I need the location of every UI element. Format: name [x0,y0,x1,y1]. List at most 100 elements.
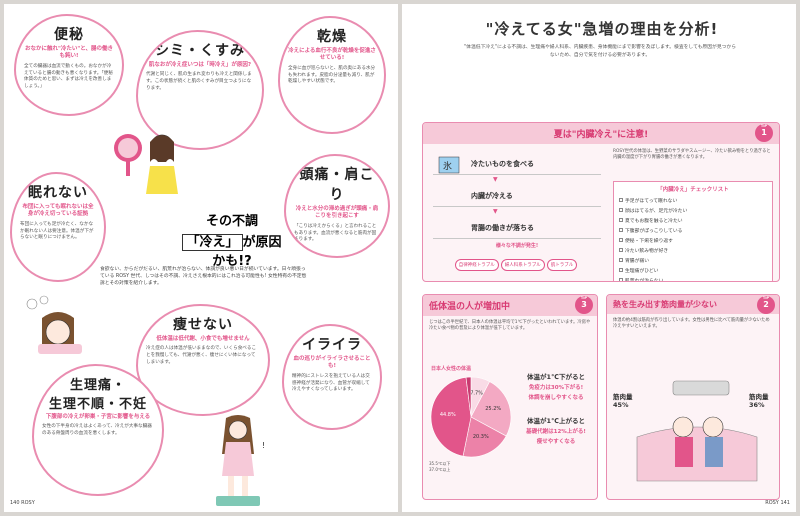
tip2-text: 体温の約4割は筋肉が作り出しています。女性は男性に比べて筋肉量が少ないため冷えや… [613,318,770,330]
cloud-nemurenai: 眠れない 布団に入っても眠れないは全身が冷え切っている証拠 布団に入っても足が冷… [10,172,106,282]
tip3-text: じつはこの半世紀で、日本人の体温は平均で1℃下がったといわれています。冷房や冷た… [429,320,591,332]
checklist-item-text: 便秘・下痢を繰り返す [625,238,673,244]
cloud-benpi: 便秘 おなかに触れ"冷たい"と、腸の働きも鈍い! 全ての臓器は血流で動くもの。お… [14,14,124,116]
checkbox-icon [619,278,623,281]
cloud-sub: 下腹部の冷えが卵巣・子宮に影響を与える [45,414,151,420]
checklist-item: 胃腸が弱い [619,255,767,265]
tip1-flow: 冷たいものを食べる ▼ 内臓が冷える ▼ 胃腸の働きが落ちる 様々な不調が発生!… [433,153,601,271]
pie-slice [462,416,507,458]
ice-cream-icon: 氷 [438,156,460,174]
note-up: 体温が1℃上がると [527,417,585,425]
checklist: 「内臓冷え」チェックリスト 手足がほてって眠れない顔はほてるが、足元が冷たい夏で… [613,181,773,282]
checklist-item: 夏でもお腹を触ると冷たい [619,215,767,225]
svg-text:氷: 氷 [443,160,452,172]
center-title-line1: その不調 [205,214,258,229]
cloud-title: 痩せない [173,317,233,333]
tip3-number: 3 [581,300,587,309]
trouble-label: 様々な不調が発生! [495,243,539,249]
cloud-sub: 血の巡りがイライラさせることも! [293,356,371,370]
cloud-sub: 布団に入っても眠れないは全身が冷え切っている証拠 [22,204,94,218]
note-sick: 体調を崩しやすくなる [528,395,584,401]
cloud-text: 精神的にストレスを抱えている人は交感神経が活発になり、血管が収縮して冷えやすくな… [292,373,370,393]
checklist-item-text: 手足がほてって眠れない [625,198,678,204]
cloud-sub: おなかに触れ"冷たい"と、腸の働きも鈍い! [24,46,113,60]
cloud-title: シミ・くすみ [155,43,245,59]
tip3-header-text: 低体温の人が増加中 [429,302,511,312]
pie-slice-label: 44.8% [440,412,456,418]
pie-slice [430,376,472,457]
pie-slice-label: 7.7% [470,390,483,396]
tip1-header-text: 夏は"内臓冷え"に注意! [553,130,649,140]
pie-slice-label: 20.3% [473,434,489,440]
note-immune: 免疫力は30%下がる! [528,385,584,391]
center-title-rest: が原因かも!? [212,235,282,269]
tip2-header-text: 熱を生み出す筋肉量が少ない [613,300,717,309]
checklist-item: 顔はほてるが、足元が冷たい [619,205,767,215]
male-muscle-label: 筋肉量 36% [749,393,769,409]
checkbox-icon [619,238,623,242]
female-muscle-label: 筋肉量 45% [613,393,633,409]
trouble-pill: 婦人科系トラブル [500,259,545,271]
chart-title: 日本人女性の体温 [431,366,472,372]
checklist-item-text: 顔はほてるが、足元が冷たい [625,208,688,214]
woman-mirror-illustration [114,134,178,194]
cloud-text: 布団に入っても足が冷たく、なかなか眠れない人は要注意。体温が下がらないと眠りにつ… [20,221,94,241]
note-down: 体温が1℃下がると [527,373,585,381]
pie-legend-item: 35.5℃以下 [429,461,451,466]
couple-sofa-illustration [636,380,758,482]
checklist-item-text: 肌荒れが治らない [625,278,664,282]
note-slim: 痩せやすくなる [536,439,576,445]
checkbox-icon [619,218,623,222]
pie-legend-item: 37.0℃以上 [429,467,451,472]
cloud-sub: 低体温は低代謝、小食でも増せません [156,336,250,342]
center-body: 食欲ない、からだがだるい、肌荒れが治らない、体調が良い悪い日が続いています。日々… [100,267,307,287]
down-arrow-icon: ▼ [493,208,498,215]
checklist-item: 生理痛がひどい [619,265,767,275]
cloud-sub: 肌なおが冷え症いつは「時冷え」が原因? [148,62,252,68]
center-title-box: 「冷え」 [182,234,243,251]
cloud-text: 「こりは冷えからくる」と言われることもあります。血流が悪くなると筋肉が固まります… [294,223,377,243]
cloud-title: 乾燥 [317,29,347,45]
temp-notes: 体温が1℃下がると 免疫力は30%下がる! 体調を崩しやすくなる 体温が1℃上が… [517,371,595,445]
cloud-text: 女性の下半身の冷えはよくあって、冷えが大事な臓器のある骨盤周りの血流を悪くします… [42,424,152,437]
right-page: "冷えてる女"急増の理由を分析! "体温低下冷え"による不調は、生理痛や婦人科系… [402,4,796,512]
tip2-number: 2 [763,300,769,309]
checklist-item-text: 生理痛がひどい [625,268,659,274]
cloud-shimi: シミ・くすみ 肌なおが冷え症いつは「時冷え」が原因? 代謝と同じく、肌の生まれ変… [136,30,264,150]
flow-step: 冷たいものを食べる [433,153,601,175]
scale-woman-illustration: ! [216,415,265,506]
checklist-items: 手足がほてって眠れない顔はほてるが、足元が冷たい夏でもお腹を触ると冷たい下腹部が… [619,195,767,282]
checklist-item: 便秘・下痢を繰り返す [619,235,767,245]
checklist-item: 冷たい飲み物が好き [619,245,767,255]
cloud-title: 生理痛・ 生理不順・不妊 [48,378,147,412]
svg-text:!: ! [262,441,265,450]
cloud-text: 冷え症の人は体温が低いままなので、いくら食べることを我慢しても、代謝が悪く、痩せ… [146,346,257,365]
checkbox-icon [619,208,623,212]
cloud-zutsu: 頭痛・肩こり 冷えと水分の滞め過ぎが頭痛・肩こりを引き起こす 「こりは冷えからく… [284,154,390,258]
tip1-number: 1 [761,128,767,137]
center-title-line2: 「冷え」が原因かも!? [176,231,288,269]
pie-legend: 35.5℃以下 37.0℃以上 [429,461,513,473]
cloud-title: 眠れない [28,185,88,201]
checkbox-icon [619,258,623,262]
pie-slice [470,381,512,437]
trouble-pill: 自律神経トラブル [454,259,499,271]
flow-step: 内臓が冷える [433,185,601,207]
note-metabolism: 基礎代謝は12%上がる! [526,429,586,435]
page-lead: "体温低下冷え"による不調は、生理痛や婦人科系、内臓疾患、身体機能にまで影響を及… [463,45,737,58]
flow-step: 胃腸の働きが落ちる [433,217,601,239]
cloud-sub: 冷えによる血行不良が乾燥を促進させている! [288,48,376,62]
checklist-item-text: 冷たい飲み物が好き [625,248,669,254]
checkbox-icon [619,228,623,232]
cloud-seiri: 生理痛・ 生理不順・不妊 下腹部の冷えが卵巣・子宮に影響を与える 女性の下半身の… [32,364,164,496]
pie-slice-label: 25.2% [485,406,501,412]
center-title: その不調 「冷え」が原因かも!? [176,210,288,269]
checklist-item: 肌荒れが治らない [619,275,767,282]
checklist-title: 「内臓冷え」チェックリスト [657,187,729,193]
